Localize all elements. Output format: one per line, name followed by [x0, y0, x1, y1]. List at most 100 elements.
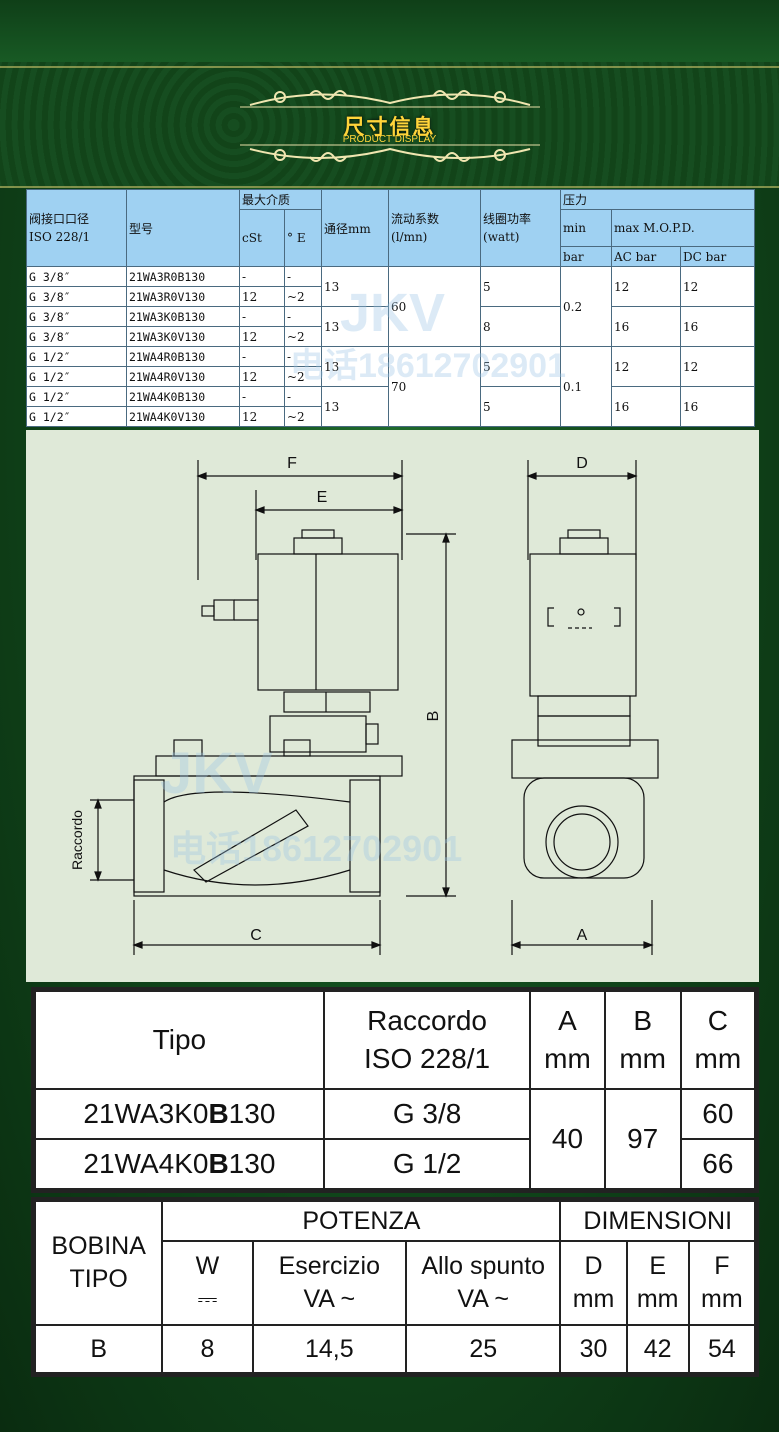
- header-min: min: [560, 209, 613, 247]
- row-orifice: 13: [321, 266, 390, 307]
- label-raccordo: Raccordo: [69, 810, 85, 870]
- table-row: 21WA4K0B130 G 1/2 66: [34, 1138, 757, 1190]
- dim-row-model: 21WA4K0B130: [34, 1138, 325, 1190]
- row-cst: -: [239, 346, 285, 367]
- coil-header-tipo: TIPO: [69, 1265, 128, 1293]
- model-coil-code: B: [208, 1148, 229, 1179]
- coil-row-f: 54: [687, 1324, 757, 1374]
- row-e: ~2: [283, 286, 323, 307]
- header-min-unit: bar: [560, 246, 613, 267]
- label-c: C: [250, 927, 262, 944]
- row-ac: 12: [611, 266, 682, 307]
- table-row: B 8 14,5 25 30 42 54: [33, 1324, 757, 1374]
- row-min: 0.1: [560, 346, 613, 427]
- row-dc: 16: [680, 306, 756, 347]
- header-mopd: max M.O.P.D.: [611, 209, 756, 247]
- model-coil-code: B: [208, 1098, 229, 1129]
- dim-row-c: 66: [679, 1138, 757, 1190]
- dim-header-c-unit: mm: [694, 1043, 742, 1074]
- spec-table: 阀接口口径 ISO 228/1 型号 最大介质 通径mm 流动系数 (l/mn)…: [26, 189, 756, 427]
- row-coil: 5: [480, 266, 562, 307]
- row-port: G 3/8″: [26, 266, 127, 287]
- table-row: G 1/2″ 21WA4K0V130 12 ~2: [26, 406, 755, 427]
- dim-row-port: G 1/2: [322, 1138, 532, 1190]
- dim-a-value: 40: [529, 1088, 606, 1190]
- coil-header-spunto: Allo spunto VA ~: [404, 1240, 562, 1326]
- table-row: G 3/8″ 21WA3R0B130 - - 13 60 5 0.2 12 12: [26, 266, 756, 347]
- header-flow-label: 流动系数: [391, 212, 440, 226]
- header-pressure: 压力: [560, 189, 756, 210]
- table-row: 21WA3K0B130 G 3/8 40 97 60: [34, 1088, 757, 1190]
- row-e: -: [283, 306, 323, 327]
- row-port: G 1/2″: [26, 386, 127, 407]
- header-coil-label: 线圈功率: [483, 212, 532, 226]
- row-dc: 16: [680, 386, 756, 427]
- coil-header-esercizio-unit: VA ~: [303, 1285, 356, 1313]
- watermark-logo: JKV: [160, 741, 273, 806]
- header-port: 阀接口口径 ISO 228/1: [26, 189, 127, 267]
- dim-header-raccordo: Raccordo ISO 228/1: [322, 990, 532, 1090]
- watermark-logo: JKV: [340, 283, 446, 343]
- coil-row-esercizio: 14,5: [251, 1324, 408, 1374]
- dim-row-port: G 3/8: [322, 1088, 532, 1140]
- row-port: G 1/2″: [26, 346, 127, 367]
- row-model: 21WA3R0V130: [126, 286, 240, 307]
- row-port: G 3/8″: [26, 306, 127, 327]
- coil-row-e: 42: [625, 1324, 690, 1374]
- row-e: ~2: [283, 366, 323, 387]
- row-min: 0.2: [560, 266, 613, 347]
- coil-header-row: BOBINA TIPO POTENZA DIMENSIONI: [33, 1200, 756, 1326]
- dim-header-a-label: A: [558, 1005, 577, 1036]
- row-cst: -: [239, 386, 285, 407]
- coil-header-d-unit: mm: [572, 1285, 615, 1313]
- row-e: ~2: [283, 326, 323, 347]
- header-rule-top: [0, 66, 779, 68]
- dim-header-c-label: C: [707, 1005, 728, 1036]
- header-coil: 线圈功率 (watt): [480, 189, 562, 267]
- model-prefix: 21WA4K0: [83, 1148, 209, 1179]
- coil-header-bobina-label: BOBINA: [51, 1232, 146, 1260]
- section-subtitle: PRODUCT DISPLAY: [342, 134, 437, 145]
- dc-symbol-icon: ⎓: [197, 1285, 218, 1313]
- coil-row-w: 8: [161, 1324, 254, 1374]
- row-coil: 5: [480, 386, 562, 427]
- row-model: 21WA3K0B130: [126, 306, 240, 327]
- table-row: G 1/2″ 21WA4K0B130 - - 13 5 16 16: [26, 386, 756, 427]
- row-model: 21WA3R0B130: [126, 266, 240, 287]
- coil-header-spunto-label: Allo spunto: [421, 1252, 546, 1280]
- dim-header-b-unit: mm: [619, 1043, 666, 1074]
- header-coil-unit: (watt): [483, 230, 520, 244]
- row-cst: -: [239, 266, 285, 287]
- coil-header-esercizio-label: Esercizio: [278, 1252, 380, 1280]
- header-model: 型号: [126, 189, 240, 267]
- watermark-phone: 电话18612702901: [170, 828, 463, 869]
- header-ac: AC bar: [611, 246, 682, 267]
- coil-table-card: BOBINA TIPO POTENZA DIMENSIONI W ⎓ Eserc…: [31, 1197, 759, 1377]
- coil-row-spunto: 25: [404, 1324, 562, 1374]
- dim-row-model: 21WA3K0B130: [34, 1088, 325, 1140]
- header-cst: cSt: [239, 209, 285, 267]
- row-cst: 12: [239, 406, 285, 427]
- ornament-icon: [240, 90, 540, 162]
- row-model: 21WA4K0B130: [126, 386, 240, 407]
- dim-header-b-label: B: [633, 1005, 652, 1036]
- model-suffix: 130: [228, 1148, 276, 1179]
- row-coil: 5: [480, 346, 562, 387]
- row-cst: -: [239, 306, 285, 327]
- coil-header-spunto-unit: VA ~: [457, 1285, 510, 1313]
- coil-header-d-label: D: [584, 1252, 603, 1280]
- coil-row-tipo: B: [33, 1324, 164, 1374]
- row-cst: 12: [239, 326, 285, 347]
- header-orifice: 通径mm: [321, 189, 390, 267]
- row-model: 21WA4K0V130: [126, 406, 240, 427]
- coil-header-f-label: F: [714, 1252, 730, 1280]
- row-orifice: 13: [321, 386, 390, 427]
- dim-header-iso: ISO 228/1: [364, 1043, 491, 1074]
- spec-header-row: 阀接口口径 ISO 228/1 型号 最大介质 通径mm 流动系数 (l/mn)…: [26, 189, 756, 267]
